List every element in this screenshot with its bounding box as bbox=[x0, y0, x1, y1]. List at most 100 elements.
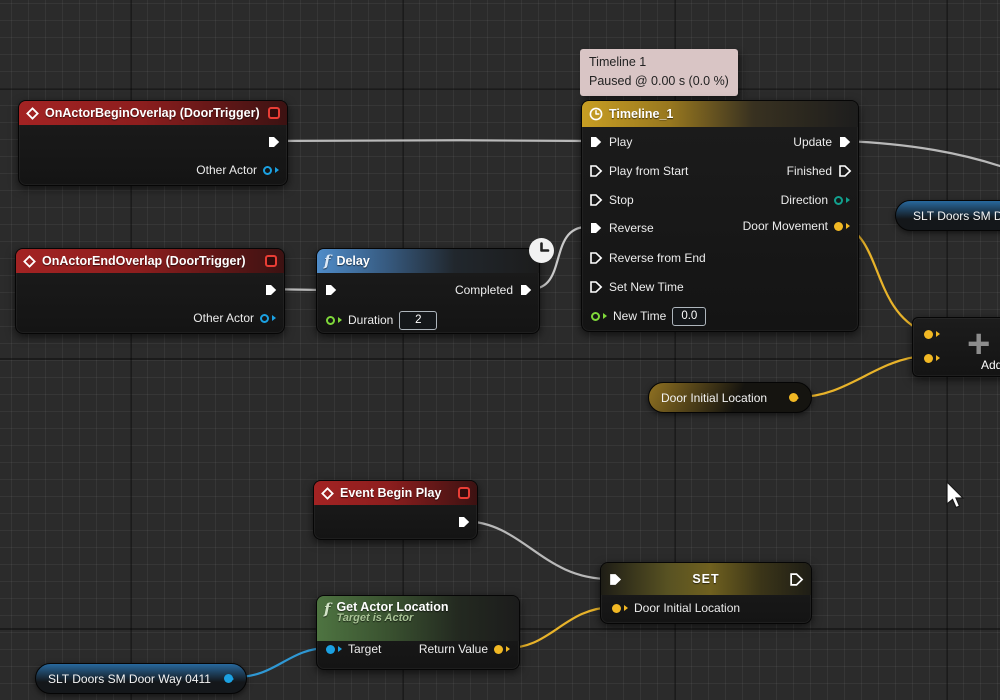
pin-label: Other Actor bbox=[196, 163, 257, 177]
door-movement-pin[interactable]: Door Movement bbox=[743, 216, 850, 236]
float-pin-icon bbox=[326, 316, 335, 325]
node-header[interactable]: OnActorBeginOverlap (DoorTrigger) bbox=[19, 101, 287, 125]
pin-label: Target bbox=[348, 642, 381, 656]
exec-out-pin[interactable] bbox=[789, 569, 804, 589]
pin-label: Other Actor bbox=[193, 311, 254, 325]
node-header[interactable]: Timeline_1 bbox=[582, 101, 858, 127]
node-add-vector[interactable]: + Add bbox=[912, 317, 1000, 377]
wire-exec-update-out[interactable] bbox=[846, 141, 1000, 168]
wire-object-doorway-to-target[interactable] bbox=[234, 648, 328, 677]
add-input-b-pin[interactable] bbox=[924, 348, 940, 368]
reverse-from-end-pin[interactable]: Reverse from End bbox=[589, 248, 706, 268]
direction-pin[interactable]: Direction bbox=[781, 190, 850, 210]
exec-pin-icon bbox=[589, 193, 603, 207]
stop-pin[interactable]: Stop bbox=[589, 190, 634, 210]
node-timeline[interactable]: Timeline_1 Play Play from Start Stop Rev… bbox=[581, 100, 859, 332]
node-get-actor-location[interactable]: f Get Actor Location Target is Actor Tar… bbox=[316, 595, 520, 670]
variable-get-slt-doors-sm-d[interactable]: SLT Doors SM D bbox=[895, 200, 1000, 231]
pin-arrow-icon bbox=[846, 223, 850, 229]
new-time-pin[interactable]: New Time 0.0 bbox=[591, 306, 706, 326]
door-initial-location-pin[interactable]: Door Initial Location bbox=[612, 598, 740, 618]
wire-exec-beginplay-to-set[interactable] bbox=[465, 521, 610, 579]
timeline-tooltip: Timeline 1 Paused @ 0.00 s (0.0 %) bbox=[580, 49, 738, 96]
set-new-time-pin[interactable]: Set New Time bbox=[589, 277, 684, 297]
exec-out-pin[interactable] bbox=[267, 132, 281, 152]
pin-label: New Time bbox=[613, 309, 666, 323]
pin-label: Stop bbox=[609, 193, 634, 207]
pin-arrow-icon bbox=[936, 331, 940, 337]
node-on-actor-begin-overlap[interactable]: OnActorBeginOverlap (DoorTrigger) Other … bbox=[18, 100, 288, 186]
float-pin-icon bbox=[591, 312, 600, 321]
exec-pin-icon bbox=[589, 280, 603, 294]
node-title: OnActorBeginOverlap (DoorTrigger) bbox=[45, 106, 260, 120]
event-diamond-icon bbox=[321, 487, 334, 500]
add-label: Add bbox=[981, 358, 1000, 372]
node-event-begin-play[interactable]: Event Begin Play bbox=[313, 480, 478, 540]
node-title: Timeline_1 bbox=[609, 107, 673, 121]
node-title: OnActorEndOverlap (DoorTrigger) bbox=[42, 254, 246, 268]
latent-clock-badge bbox=[528, 237, 555, 269]
event-diamond-icon bbox=[26, 107, 39, 120]
update-pin[interactable]: Update bbox=[793, 132, 852, 152]
tooltip-status: Paused @ 0.00 s (0.0 %) bbox=[589, 72, 729, 91]
exec-pin-icon bbox=[457, 515, 471, 529]
pin-label: Door Initial Location bbox=[634, 601, 740, 615]
variable-label: SLT Doors SM D bbox=[913, 209, 1000, 223]
node-on-actor-end-overlap[interactable]: OnActorEndOverlap (DoorTrigger) Other Ac… bbox=[15, 248, 285, 334]
pin-label: Duration bbox=[348, 313, 393, 327]
pin-label: Finished bbox=[787, 164, 832, 178]
vector-pin-icon bbox=[612, 604, 621, 613]
delegate-output-icon[interactable] bbox=[265, 255, 277, 267]
node-header[interactable]: OnActorEndOverlap (DoorTrigger) bbox=[16, 249, 284, 273]
pin-arrow-icon bbox=[603, 313, 607, 319]
exec-in-pin[interactable] bbox=[608, 569, 623, 589]
return-value-pin[interactable]: Return Value bbox=[419, 639, 510, 659]
node-header[interactable]: SET bbox=[601, 563, 811, 595]
exec-out-pin[interactable] bbox=[457, 512, 471, 532]
duration-value-input[interactable]: 2 bbox=[399, 311, 437, 330]
variable-get-slt-doors-sm-door-way[interactable]: SLT Doors SM Door Way 0411 bbox=[35, 663, 247, 694]
pin-arrow-icon bbox=[275, 167, 279, 173]
completed-pin[interactable]: Completed bbox=[455, 280, 533, 300]
other-actor-pin[interactable]: Other Actor bbox=[193, 308, 276, 328]
target-pin[interactable]: Target bbox=[326, 639, 381, 659]
pin-label: Completed bbox=[455, 283, 513, 297]
node-header[interactable]: f Delay bbox=[317, 249, 539, 273]
variable-get-door-initial-location[interactable]: Door Initial Location bbox=[648, 382, 812, 413]
node-title: SET bbox=[692, 572, 719, 586]
add-input-a-pin[interactable] bbox=[924, 324, 940, 344]
exec-pin-icon bbox=[838, 135, 852, 149]
pin-arrow-icon bbox=[272, 315, 276, 321]
vector-pin-icon bbox=[494, 645, 503, 654]
node-delay[interactable]: f Delay Completed Duration 2 bbox=[316, 248, 540, 334]
wire-vector-initiallocation-to-add[interactable] bbox=[798, 356, 924, 397]
exec-in-pin[interactable] bbox=[324, 280, 338, 300]
reverse-pin[interactable]: Reverse bbox=[589, 218, 654, 238]
pin-arrow-icon bbox=[624, 605, 628, 611]
duration-pin[interactable]: Duration 2 bbox=[326, 310, 437, 330]
pin-arrow-icon bbox=[230, 676, 234, 682]
function-icon: f bbox=[324, 602, 330, 617]
play-from-start-pin[interactable]: Play from Start bbox=[589, 161, 688, 181]
exec-pin-icon bbox=[267, 135, 281, 149]
pin-arrow-icon bbox=[338, 317, 342, 323]
exec-pin-icon bbox=[519, 283, 533, 297]
play-pin[interactable]: Play bbox=[589, 132, 632, 152]
pin-label: Reverse from End bbox=[609, 251, 706, 265]
finished-pin[interactable]: Finished bbox=[787, 161, 852, 181]
exec-pin-icon bbox=[589, 135, 603, 149]
pin-label: Play from Start bbox=[609, 164, 688, 178]
pin-arrow-icon bbox=[846, 197, 850, 203]
exec-out-pin[interactable] bbox=[264, 280, 278, 300]
node-set-door-initial-location[interactable]: SET Door Initial Location bbox=[600, 562, 812, 624]
wire-exec-beginoverlap-to-play[interactable] bbox=[268, 140, 588, 141]
delegate-output-icon[interactable] bbox=[458, 487, 470, 499]
node-header[interactable]: f Get Actor Location Target is Actor bbox=[317, 596, 519, 641]
new-time-value-input[interactable]: 0.0 bbox=[672, 307, 706, 326]
other-actor-pin[interactable]: Other Actor bbox=[196, 160, 279, 180]
node-header[interactable]: Event Begin Play bbox=[314, 481, 477, 505]
delegate-output-icon[interactable] bbox=[268, 107, 280, 119]
exec-pin-icon bbox=[589, 164, 603, 178]
pin-label: Play bbox=[609, 135, 632, 149]
